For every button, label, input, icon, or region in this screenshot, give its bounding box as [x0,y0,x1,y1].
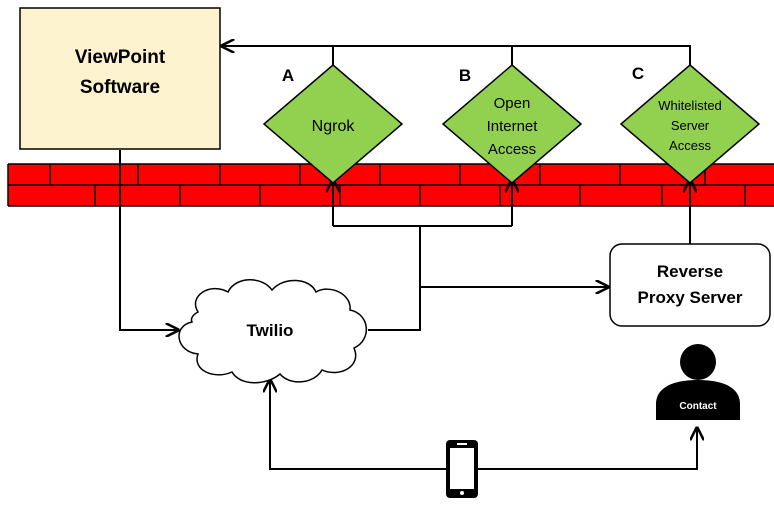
reverse-proxy-box: Reverse Proxy Server [609,243,771,327]
viewpoint-label-line1: ViewPoint [75,47,166,68]
twilio-label: Twilio [247,321,294,340]
ngrok-label: Ngrok [312,118,356,135]
twilio-cloud: Twilio [178,279,368,384]
option-letter-a: A [282,66,294,85]
contact-label: Contact [679,401,717,412]
open-internet-diamond: Open Internet Access [441,64,583,184]
cloud-icon [178,279,368,384]
twilio-out-line [368,226,421,331]
contact-person: Contact [656,344,740,420]
open-internet-label-line3: Access [488,141,536,158]
mobile-phone-icon [446,440,478,498]
reverse-proxy-label-line2: Proxy Server [638,288,743,307]
arrow-phone-to-contact [478,428,697,470]
whitelisted-label-line3: Access [669,138,711,153]
viewpoint-label-line2: Software [80,77,160,98]
arrow-phone-to-twilio [270,380,446,470]
whitelisted-label-line1: Whitelisted [658,98,722,113]
firewall [7,163,774,207]
arrow-viewpoint-to-twilio [119,150,178,330]
whitelisted-label-line2: Server [671,118,710,133]
viewpoint-software-box: ViewPoint Software [19,7,221,150]
open-internet-label-line1: Open [494,95,531,112]
ngrok-diamond: Ngrok [262,64,404,184]
option-letter-c: C [632,64,644,83]
person-body-icon [656,380,740,420]
whitelisted-diamond: Whitelisted Server Access [619,64,761,184]
reverse-proxy-label-line1: Reverse [657,262,723,281]
open-internet-label-line2: Internet [487,118,539,135]
connectors [119,46,697,470]
person-head-icon [680,344,716,380]
firewall-bricks [7,163,774,207]
option-letter-b: B [459,66,471,85]
